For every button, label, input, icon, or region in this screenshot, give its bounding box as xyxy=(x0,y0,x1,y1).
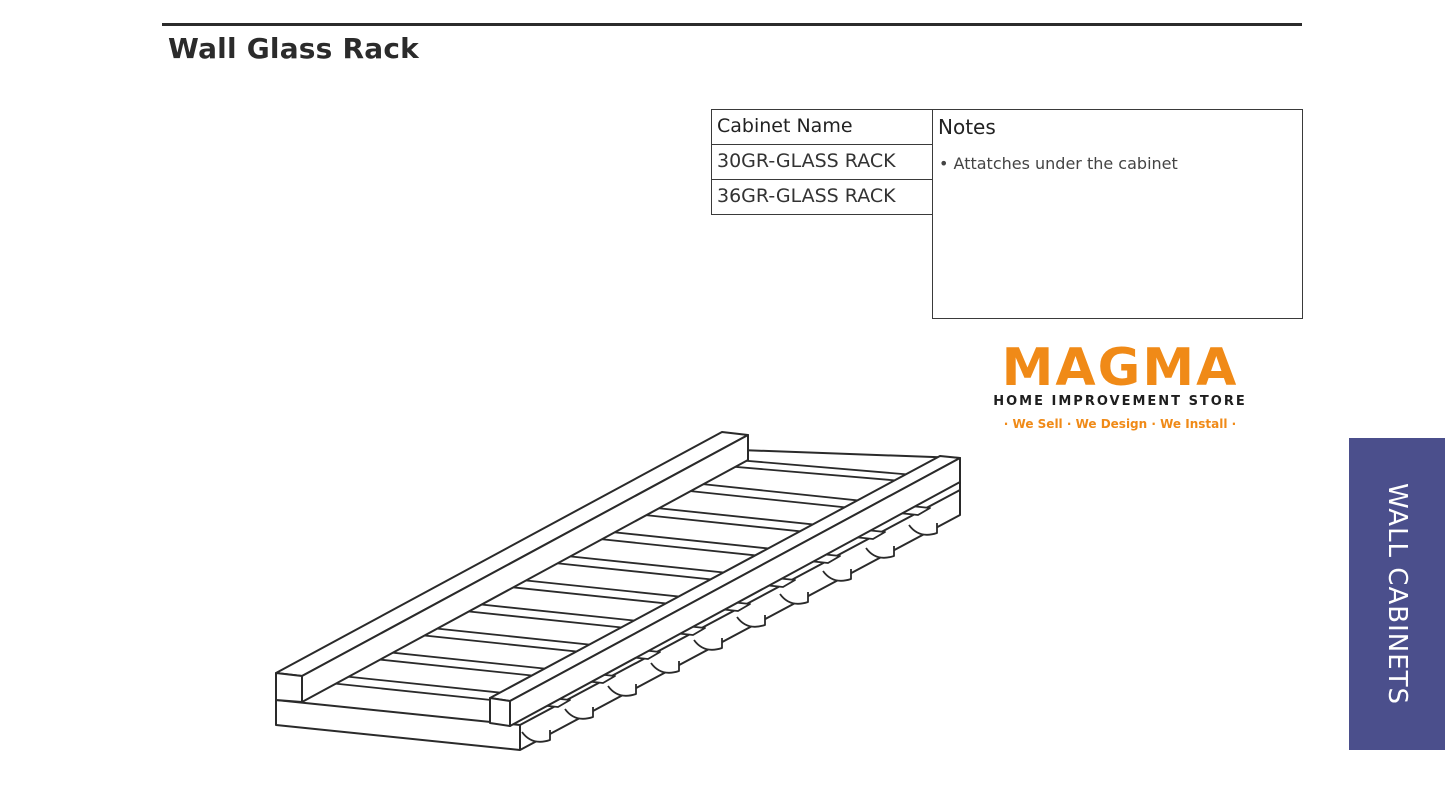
logo-tagline: · We Sell · We Design · We Install · xyxy=(1003,417,1237,431)
top-rule xyxy=(162,23,1302,26)
notes-column: Notes • Attatches under the cabinet xyxy=(932,109,1303,319)
logo-wordmark: MAGMA xyxy=(1001,338,1239,398)
wall-cabinets-tab: WALL CABINETS xyxy=(1349,438,1445,750)
glass-rack-drawing-icon xyxy=(275,431,961,751)
notes-header: Notes xyxy=(938,115,996,139)
note-item: • Attatches under the cabinet xyxy=(939,154,1178,173)
spec-table: Cabinet Name 30GR-GLASS RACK 36GR-GLASS … xyxy=(711,109,1303,319)
logo-subtitle: HOME IMPROVEMENT STORE xyxy=(993,394,1247,409)
cabinet-name-column: Cabinet Name 30GR-GLASS RACK 36GR-GLASS … xyxy=(711,109,932,215)
cabinet-name-header: Cabinet Name xyxy=(712,110,932,145)
side-tab-label: WALL CABINETS xyxy=(1382,482,1412,706)
page-title: Wall Glass Rack xyxy=(168,32,419,65)
table-row: 30GR-GLASS RACK xyxy=(712,145,932,180)
table-row: 36GR-GLASS RACK xyxy=(717,185,896,207)
magma-logo: MAGMA HOME IMPROVEMENT STORE · We Sell ·… xyxy=(985,340,1255,431)
